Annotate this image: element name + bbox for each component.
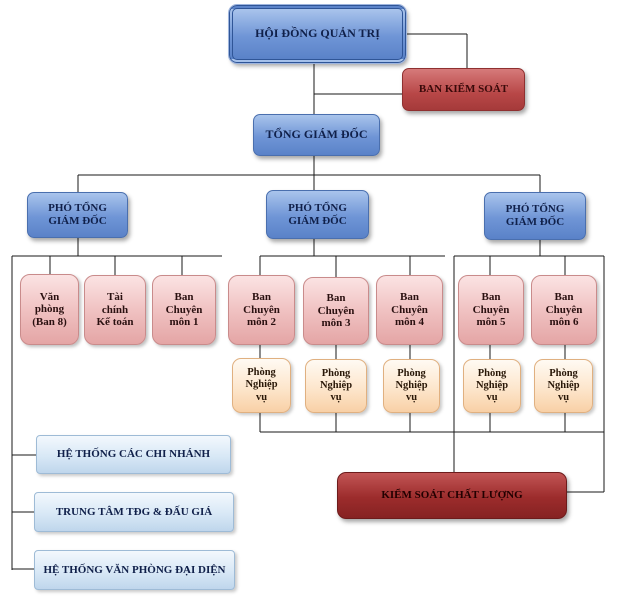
dept-1-line-1: Ban: [174, 291, 194, 304]
finance-line-3: Kế toán: [96, 316, 134, 329]
dept-3-line-3: môn 3: [321, 317, 351, 330]
office-line-2: phòng: [34, 303, 65, 316]
deputy-2-line-1: PHÓ TỔNG: [288, 201, 347, 214]
ops-3-line-2: Nghiệp: [319, 379, 353, 391]
ops-6-line-3: vụ: [557, 392, 570, 404]
branches-label: HỆ THỐNG CÁC CHI NHÁNH: [56, 448, 211, 461]
ops-4-line-1: Phòng: [397, 367, 426, 379]
deputy-2-line-2: GIÁM ĐỐC: [288, 214, 347, 227]
dept-5-line-3: môn 5: [476, 316, 506, 329]
quality-control-box: KIỂM SOÁT CHẤT LƯỢNG: [337, 472, 567, 519]
deputy-1-line-1: PHÓ TỔNG: [48, 202, 107, 215]
dept-3-line-1: Ban: [326, 292, 346, 305]
dept-2-line-1: Ban: [252, 291, 271, 304]
dept-4-line-2: Chuyên: [391, 303, 428, 316]
dept-6-line-2: Chuyên: [545, 303, 583, 316]
ops-2-line-3: vụ: [255, 391, 268, 403]
ceo-box: TỔNG GIÁM ĐỐC: [253, 114, 380, 156]
representative-offices-box: HỆ THỐNG VĂN PHÒNG ĐẠI DIỆN: [34, 550, 235, 590]
dept-3-line-2: Chuyên: [317, 304, 355, 317]
deputy-3-line-2: GIÁM ĐỐC: [505, 216, 565, 228]
dept-4-line-1: Ban: [400, 291, 419, 304]
dept-5-line-1: Ban: [481, 291, 501, 304]
ops-2-line-1: Phòng: [247, 367, 276, 379]
ops-5-line-2: Nghiệp: [475, 379, 509, 391]
dept-1-line-3: môn 1: [169, 316, 199, 329]
deputy-3-line-1: PHÓ TỔNG: [505, 203, 565, 216]
dept-1-line-2: Chuyên: [165, 303, 203, 316]
ops-3-line-1: Phòng: [321, 367, 351, 379]
dept-6-line-1: Ban: [554, 291, 574, 304]
rep-offices-label: HỆ THỐNG VĂN PHÒNG ĐẠI DIỆN: [43, 563, 226, 576]
branch-system-box: HỆ THỐNG CÁC CHI NHÁNH: [36, 435, 231, 474]
dept-6-line-3: môn 6: [549, 316, 579, 329]
dept-2-line-3: môn 2: [246, 316, 277, 329]
office-line-3: (Ban 8): [32, 315, 67, 328]
ops-5-line-3: vụ: [486, 392, 498, 404]
dept-2-line-2: Chuyên: [243, 303, 280, 316]
office-line-1: Văn: [39, 290, 60, 303]
board-of-directors-box: HỘI ĐỒNG QUẢN TRỊ: [228, 4, 407, 64]
auction-center-box: TRUNG TÂM TĐG & ĐẤU GIÁ: [34, 492, 234, 532]
supervisory-board-box: BAN KIỂM SOÁT: [402, 68, 525, 111]
ops-4-line-3: vụ: [405, 392, 418, 404]
supervisory-label: BAN KIỂM SOÁT: [418, 83, 509, 96]
auction-center-label: TRUNG TÂM TĐG & ĐẤU GIÁ: [55, 505, 213, 518]
deputy-1-line-2: GIÁM ĐỐC: [48, 215, 107, 227]
ops-6-line-2: Nghiệp: [547, 379, 580, 391]
dept-4-line-3: môn 4: [394, 316, 425, 329]
quality-control-label: KIỂM SOÁT CHẤT LƯỢNG: [381, 489, 523, 502]
ops-3-line-3: vụ: [330, 392, 342, 404]
finance-line-1: Tài: [107, 291, 123, 304]
ops-6-line-1: Phòng: [549, 367, 578, 379]
ops-4-line-2: Nghiệp: [395, 379, 428, 391]
ops-5-line-1: Phòng: [477, 367, 507, 379]
finance-line-2: chính: [101, 303, 129, 316]
ops-2-line-2: Nghiệp: [245, 379, 278, 391]
board-label: HỘI ĐỒNG QUẢN TRỊ: [255, 26, 380, 41]
dept-5-line-2: Chuyên: [472, 303, 510, 316]
ceo-label: TỔNG GIÁM ĐỐC: [265, 127, 368, 142]
